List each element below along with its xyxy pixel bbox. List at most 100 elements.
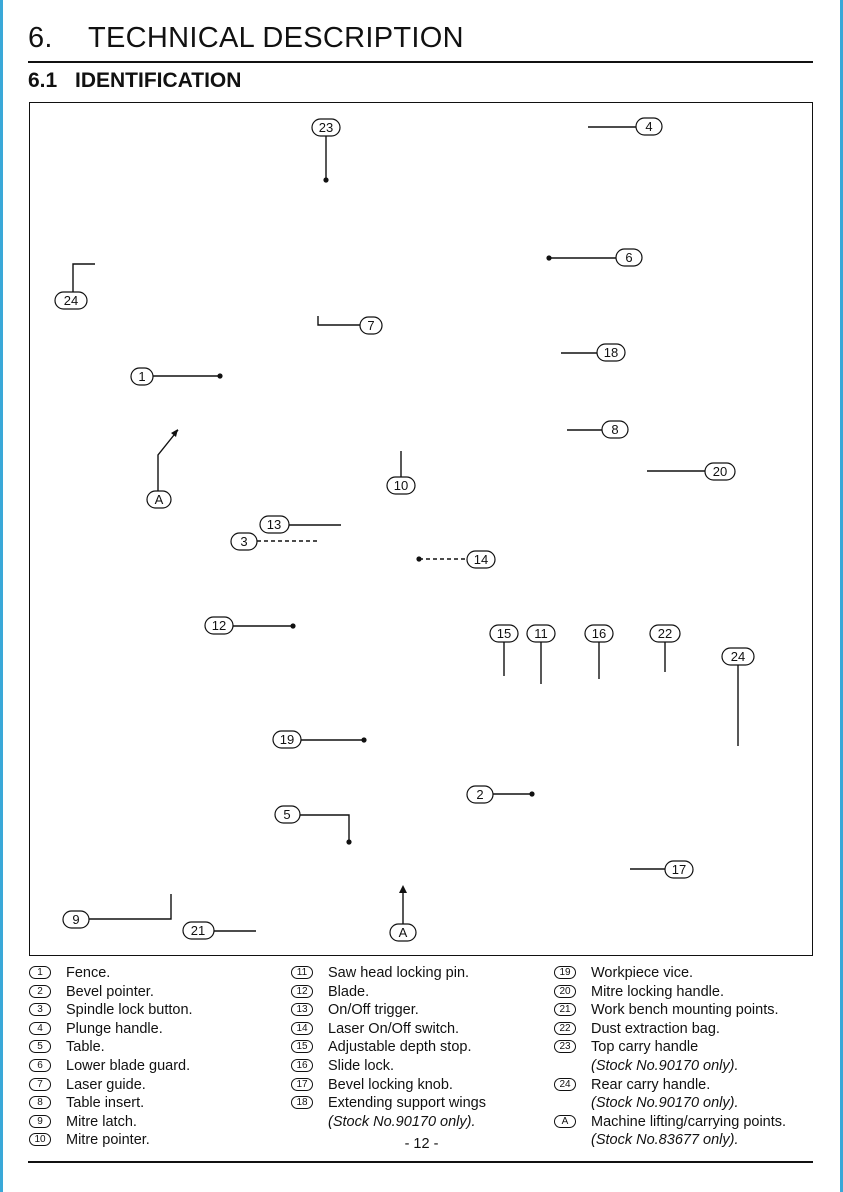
callout-24-rear: 24 [64, 293, 78, 308]
callout-16: 16 [592, 626, 606, 641]
legend-text: Fence. [66, 965, 111, 981]
legend-marker: 4 [29, 1021, 51, 1035]
legend-text: Plunge handle. [66, 1020, 163, 1037]
callout-23: 23 [319, 120, 333, 135]
legend-text: Laser On/Off switch. [328, 1020, 460, 1037]
legend-note: (Stock No.90170 only). [591, 1095, 739, 1112]
callout-a-lower: A [399, 925, 408, 940]
legend-item: 16 Slide lock. [291, 1057, 486, 1076]
legend-marker: 11 [291, 966, 313, 979]
legend-note: (Stock No.90170 only). [591, 1057, 739, 1074]
callout-12: 12 [212, 618, 226, 633]
legend-marker: 9 [29, 1114, 51, 1128]
legend-text: Work bench mounting points. [591, 1002, 779, 1019]
callout-13: 13 [267, 517, 281, 532]
callout-8: 8 [611, 422, 618, 437]
legend-text: Blade. [328, 983, 370, 1000]
section-title: TECHNICAL DESCRIPTION [88, 22, 464, 54]
callout-19: 19 [280, 732, 294, 747]
callout-6: 6 [625, 250, 632, 265]
legend-marker: 1 [29, 966, 51, 979]
bottom-rule [28, 1161, 813, 1163]
callout-7: 7 [367, 318, 374, 333]
subsection-title: IDENTIFICATION [75, 69, 242, 92]
legend-marker: 21 [554, 1003, 576, 1017]
legend-marker: 13 [291, 1003, 313, 1017]
legend-marker: 16 [291, 1058, 313, 1072]
legend-marker: 8 [29, 1096, 51, 1110]
legend-marker: 2 [29, 984, 51, 998]
subsection-number: 6.1 [28, 69, 58, 92]
legend-note: (Stock No.90170 only). [328, 1113, 476, 1130]
callout-9: 9 [72, 912, 79, 927]
left-edge-stripe [0, 0, 3, 1192]
legend-marker: 3 [29, 1003, 51, 1017]
legend-text: Lower blade guard. [66, 1057, 191, 1074]
legend-text: Workpiece vice. [591, 965, 694, 981]
title-rule [28, 61, 813, 63]
legend-marker: 17 [291, 1077, 313, 1091]
legend-item: 7 Laser guide. [29, 1076, 193, 1095]
legend-text: Table. [66, 1039, 105, 1056]
callout-4: 4 [645, 119, 652, 134]
legend-text: Laser guide. [66, 1076, 146, 1093]
legend-text: Saw head locking pin. [328, 965, 470, 981]
legend-text: Bevel pointer. [66, 983, 154, 1000]
legend-marker: A [554, 1114, 576, 1128]
legend-text: Top carry handle [591, 1039, 699, 1056]
leader-dots [217, 177, 552, 845]
legend-item: 4 Plunge handle. [29, 1020, 193, 1039]
callout-a-upper: A [155, 492, 164, 507]
legend-item: 15 Adjustable depth stop. [291, 1038, 486, 1057]
legend-column-1: 1 Fence. 2 Bevel pointer. 3 Spindle lock bu… [29, 964, 193, 1150]
callout-bubbles [54, 117, 755, 942]
legend-item: 17 Bevel locking knob. [291, 1076, 486, 1095]
legend-marker: 10 [29, 1133, 51, 1147]
callout-20: 20 [713, 464, 727, 479]
legend-item: 11 Saw head locking pin. [291, 964, 486, 983]
legend-marker: 15 [291, 1040, 313, 1054]
legend-text: Slide lock. [328, 1057, 395, 1074]
callout-14: 14 [474, 552, 488, 567]
legend-marker: 24 [554, 1077, 576, 1091]
legend-item: 21 Work bench mounting points. [554, 1001, 786, 1020]
legend-text: Spindle lock button. [66, 1002, 193, 1019]
legend-marker: 5 [29, 1040, 51, 1054]
callout-22: 22 [658, 626, 672, 641]
legend-item: 3 Spindle lock button. [29, 1001, 193, 1020]
legend-item: 2 Bevel pointer. [29, 983, 193, 1002]
legend-marker: 22 [554, 1021, 576, 1035]
callout-17: 17 [672, 862, 686, 877]
legend-marker: 7 [29, 1077, 51, 1091]
page-number: - 12 - [404, 1136, 439, 1152]
legend-text: Adjustable depth stop. [328, 1039, 472, 1056]
callout-labels: 23 4 24 6 7 18 1 8 20 10 A 13 3 14 12 15… [64, 119, 745, 940]
legend-item: 1 Fence. [29, 964, 193, 983]
callout-18: 18 [604, 345, 618, 360]
legend-text: Machine lifting/carrying points. [591, 1113, 787, 1130]
leader-arrowheads [171, 429, 407, 893]
legend-text: Table insert. [66, 1095, 145, 1112]
legend-marker: 18 [291, 1096, 313, 1110]
right-edge-stripe [840, 0, 843, 1192]
callout-1: 1 [138, 369, 145, 384]
legend-item: 5 Table. [29, 1038, 193, 1057]
identification-figure-frame [29, 102, 813, 956]
callout-21: 21 [191, 923, 205, 938]
subsection-heading: 6.1 IDENTIFICATION [28, 69, 241, 93]
legend-text: Bevel locking knob. [328, 1076, 453, 1093]
